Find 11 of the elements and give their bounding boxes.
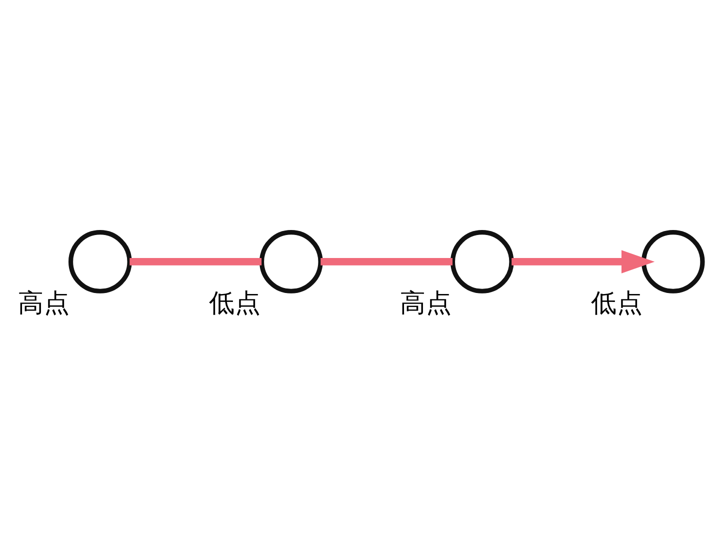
node-label: 低点 (591, 288, 644, 318)
node-circle (68, 230, 132, 293)
node-circle (450, 230, 514, 293)
node-label: 高点 (400, 288, 452, 318)
node-circle (259, 230, 323, 293)
connector (320, 258, 453, 265)
connector (130, 258, 262, 265)
node-label: 高点 (18, 288, 70, 318)
node-label: 低点 (209, 288, 262, 318)
arrow (512, 250, 655, 273)
node-circle (641, 230, 705, 293)
